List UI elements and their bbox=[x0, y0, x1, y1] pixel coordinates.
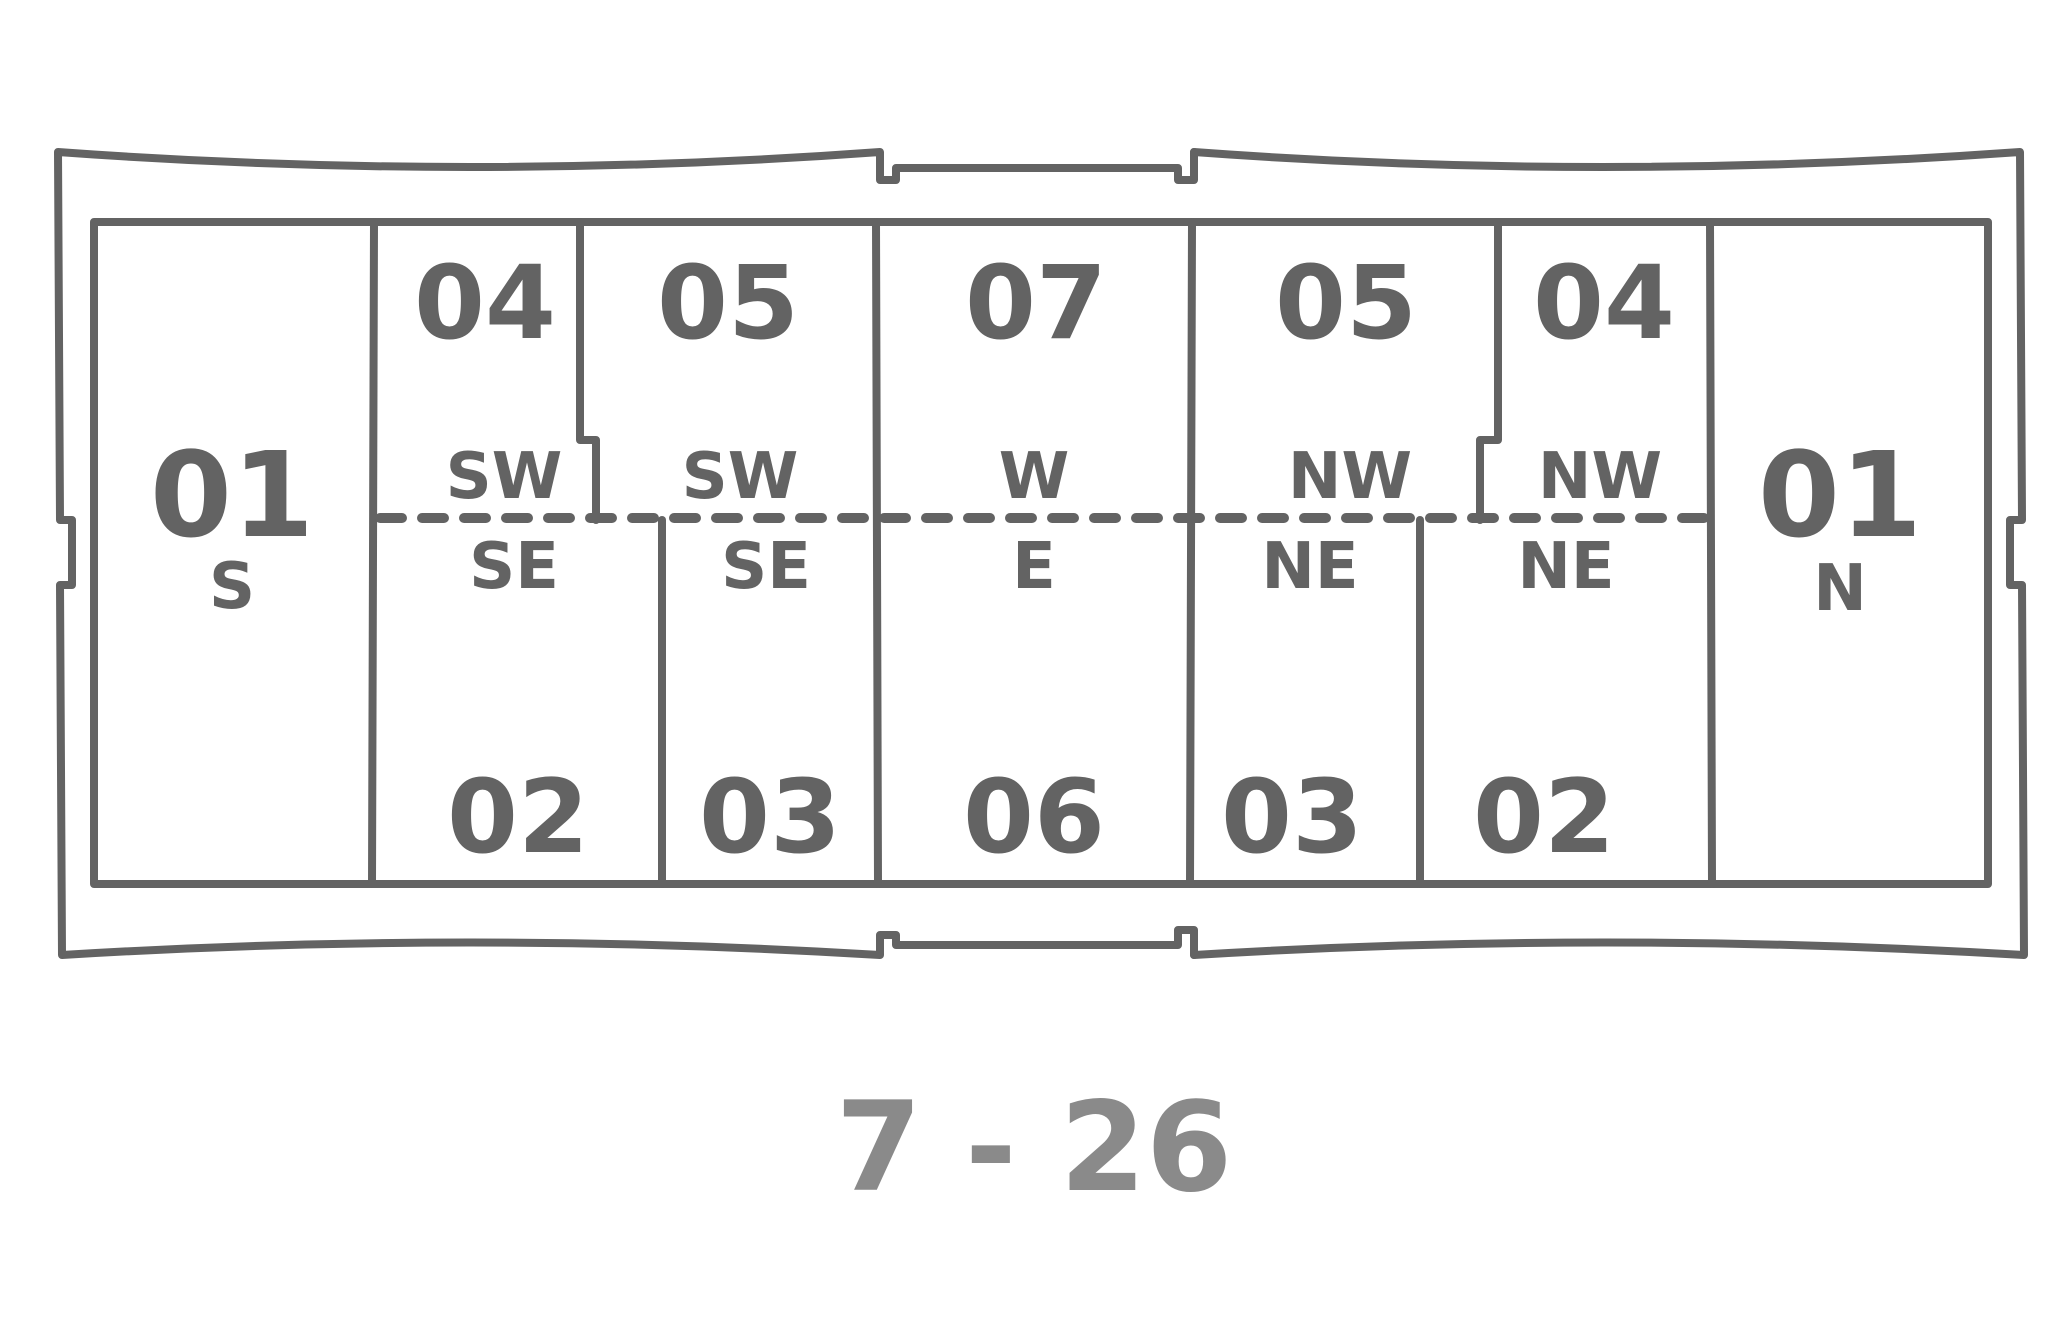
num-right-top-a: 05 bbox=[1275, 244, 1417, 363]
dir-w: W bbox=[999, 440, 1070, 514]
divider-6 bbox=[1476, 218, 1502, 524]
outer-right-panel bbox=[1190, 148, 2028, 959]
dir-ne-2: NE bbox=[1517, 530, 1614, 604]
dir-se-2: SE bbox=[721, 530, 811, 604]
divider-5 bbox=[1186, 218, 1196, 888]
dir-nw-1: NW bbox=[1288, 440, 1412, 514]
dir-sw-1: SW bbox=[446, 440, 563, 514]
divider-2 bbox=[576, 218, 600, 524]
num-left-bottom-a: 02 bbox=[447, 758, 589, 877]
divider-8 bbox=[1706, 218, 1716, 888]
num-left-top-a: 04 bbox=[414, 244, 556, 363]
figure-label: 7 - 26 bbox=[836, 1076, 1233, 1220]
num-left-end: 01 bbox=[150, 426, 314, 564]
num-right-top-b: 04 bbox=[1533, 244, 1675, 363]
dir-e: E bbox=[1012, 530, 1056, 604]
dir-left-end: S bbox=[209, 550, 255, 624]
num-center-bottom: 06 bbox=[963, 758, 1105, 877]
num-left-bottom-b: 03 bbox=[699, 758, 841, 877]
num-right-end: 01 bbox=[1758, 426, 1922, 564]
dir-nw-2: NW bbox=[1538, 440, 1662, 514]
num-left-top-b: 05 bbox=[657, 244, 799, 363]
divider-4 bbox=[872, 218, 882, 888]
num-right-bottom-a: 03 bbox=[1221, 758, 1363, 877]
dir-se-1: SE bbox=[469, 530, 559, 604]
num-center-top: 07 bbox=[965, 244, 1107, 363]
dir-sw-2: SW bbox=[682, 440, 799, 514]
num-right-bottom-b: 02 bbox=[1473, 758, 1615, 877]
inner-frame bbox=[90, 218, 1992, 888]
dir-ne-1: NE bbox=[1261, 530, 1358, 604]
dir-right-end: N bbox=[1813, 552, 1867, 626]
outer-left-panel bbox=[54, 148, 1198, 959]
divider-1 bbox=[368, 218, 378, 888]
